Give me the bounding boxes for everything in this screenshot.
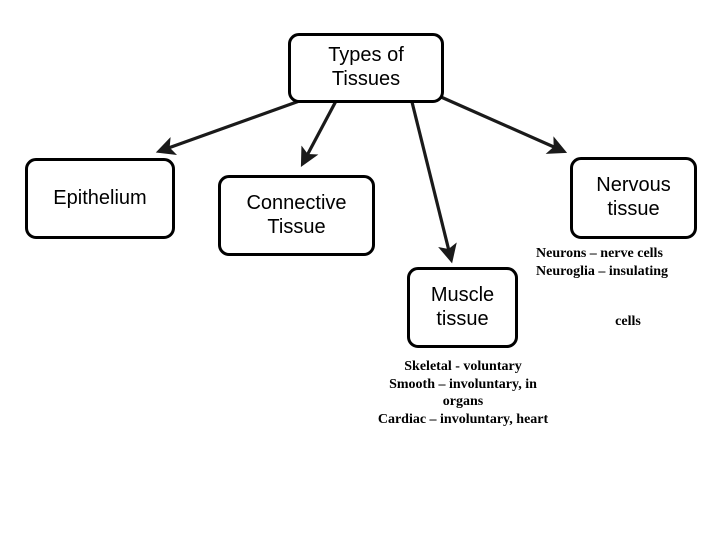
node-nervous-tissue[interactable]: Nervous tissue xyxy=(570,157,697,239)
node-muscle-tissue[interactable]: Muscle tissue xyxy=(407,267,518,348)
node-connective-tissue[interactable]: Connective Tissue xyxy=(218,175,375,256)
arrow-title-to-muscle xyxy=(410,101,457,264)
arrow-title-to-epithelium xyxy=(155,97,306,156)
node-types-of-tissues[interactable]: Types of Tissues xyxy=(288,33,444,103)
note-muscle-tissue-detail: Skeletal - voluntary Smooth – involuntar… xyxy=(377,359,549,427)
node-epithelium[interactable]: Epithelium xyxy=(25,158,175,239)
node-connective-tissue-label: Connective Tissue xyxy=(246,191,347,238)
node-muscle-tissue-label: Muscle tissue xyxy=(430,283,495,330)
node-title-label: Types of Tissues xyxy=(328,44,404,90)
arrow-title-to-nervous xyxy=(440,95,568,154)
arrow-title-to-connective xyxy=(300,100,338,167)
node-epithelium-label: Epithelium xyxy=(53,186,147,209)
note-nervous-tissue-detail-cells: cells xyxy=(615,314,641,329)
node-nervous-tissue-label: Nervous tissue xyxy=(596,174,671,220)
note-nervous-tissue-detail: Neurons – nerve cells Neuroglia – insula… xyxy=(536,246,668,279)
